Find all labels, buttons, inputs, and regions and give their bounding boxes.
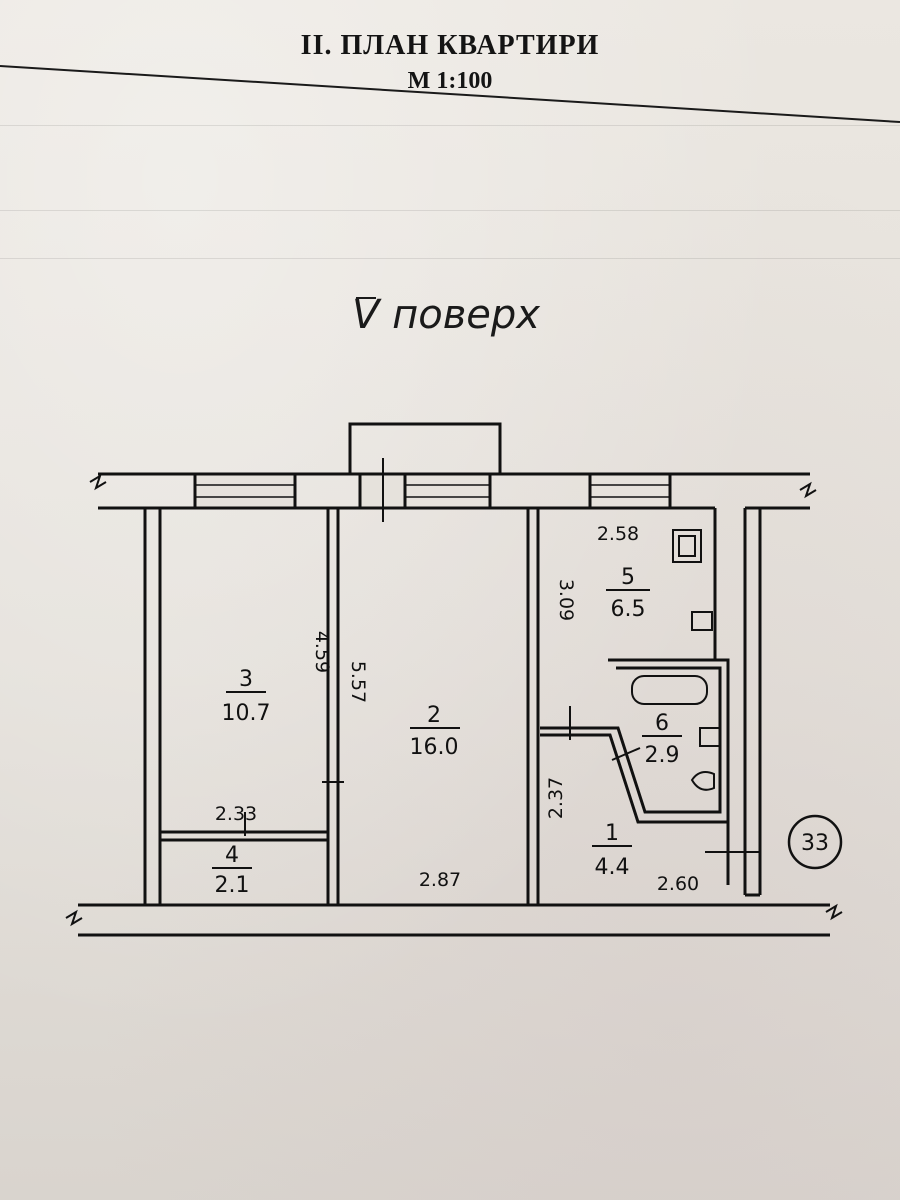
room-5-area: 6.5 xyxy=(611,597,646,622)
fixtures xyxy=(244,529,760,853)
dimension-labels: 2.58 3.09 5.57 4.59 2.33 2.87 2.37 2.60 xyxy=(215,523,699,895)
room-labels: 3 10.7 2 16.0 4 2.1 5 6.5 6 2.9 1 4.4 xyxy=(212,565,682,898)
toilet-icon xyxy=(690,771,715,791)
room-4-number: 4 xyxy=(225,843,239,868)
room-3-area: 10.7 xyxy=(222,701,271,726)
room-6-number: 6 xyxy=(655,711,669,736)
washbasin-icon xyxy=(699,727,721,747)
dim-room3-length: 4.59 xyxy=(311,631,333,673)
dim-room4-width: 2.33 xyxy=(215,803,257,825)
room-6-area: 2.9 xyxy=(645,743,680,768)
room-2-area: 16.0 xyxy=(410,735,459,760)
faint-rule xyxy=(0,125,900,126)
apartment-number: 33 xyxy=(801,831,829,856)
walls xyxy=(65,422,843,937)
room-5-number: 5 xyxy=(621,565,635,590)
plan-scale: М 1:100 xyxy=(407,68,493,94)
room-1-number: 1 xyxy=(605,821,619,846)
stove-icon xyxy=(672,529,702,563)
dim-kitchen-length: 3.09 xyxy=(555,579,577,621)
room-1-area: 4.4 xyxy=(595,855,630,880)
room-3-number: 3 xyxy=(239,667,253,692)
dim-kitchen-width: 2.58 xyxy=(597,523,639,545)
title-underline xyxy=(0,65,900,123)
dim-room2-length: 5.57 xyxy=(347,661,369,703)
dim-hall-length: 2.37 xyxy=(545,777,567,819)
sink-icon xyxy=(691,611,713,631)
floor-label: V поверх xyxy=(352,292,540,338)
faint-rule xyxy=(0,258,900,259)
dim-hall-width: 2.60 xyxy=(657,873,699,895)
dim-room2-width: 2.87 xyxy=(419,869,461,891)
plan-title: II. ПЛАН КВАРТИРИ xyxy=(300,30,600,61)
bathtub-icon xyxy=(631,675,708,705)
room-4-area: 2.1 xyxy=(215,873,250,898)
room-2-number: 2 xyxy=(427,703,441,728)
apartment-number-circle xyxy=(787,814,843,870)
faint-rule xyxy=(0,210,900,211)
